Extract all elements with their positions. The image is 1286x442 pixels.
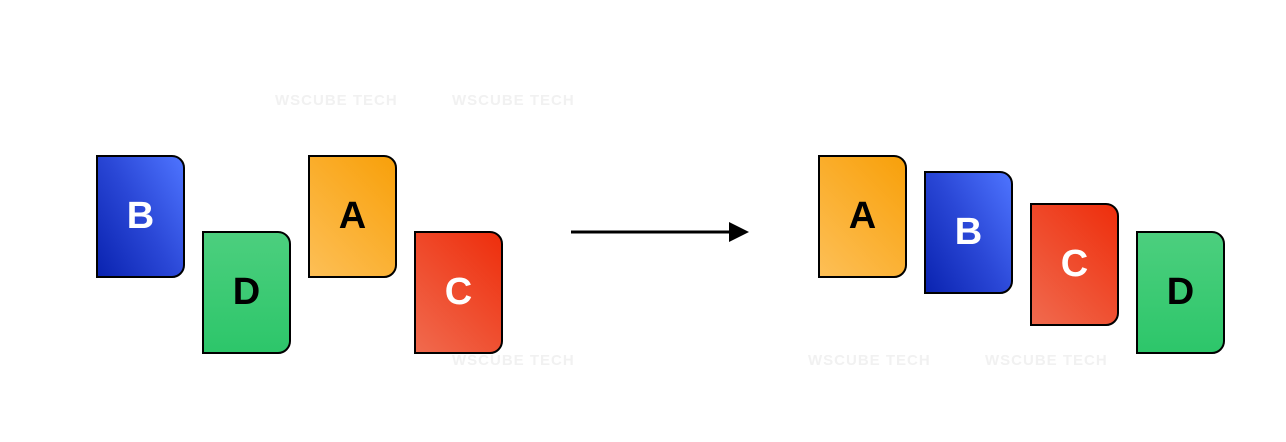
card-label: D <box>1166 271 1195 313</box>
card-a-before: A <box>308 155 397 278</box>
card-a-after: A <box>818 155 907 278</box>
watermark: WSCUBE TECH <box>808 352 931 369</box>
watermark: WSCUBE TECH <box>452 92 575 109</box>
right-arrow-icon <box>571 222 749 242</box>
card-c-before: C <box>414 231 503 354</box>
watermark: WSCUBE TECH <box>275 92 398 109</box>
card-label: A <box>848 195 877 237</box>
card-label: D <box>232 271 261 313</box>
card-label: C <box>1060 243 1089 285</box>
card-d-after: D <box>1136 231 1225 354</box>
card-c-after: C <box>1030 203 1119 326</box>
card-b-after: B <box>924 171 1013 294</box>
card-label: A <box>338 195 367 237</box>
card-d-before: D <box>202 231 291 354</box>
card-label: B <box>954 211 983 253</box>
watermark: WSCUBE TECH <box>985 352 1108 369</box>
watermark: WSCUBE TECH <box>452 352 575 369</box>
card-label: B <box>126 195 155 237</box>
card-b-before: B <box>96 155 185 278</box>
card-label: C <box>444 271 473 313</box>
